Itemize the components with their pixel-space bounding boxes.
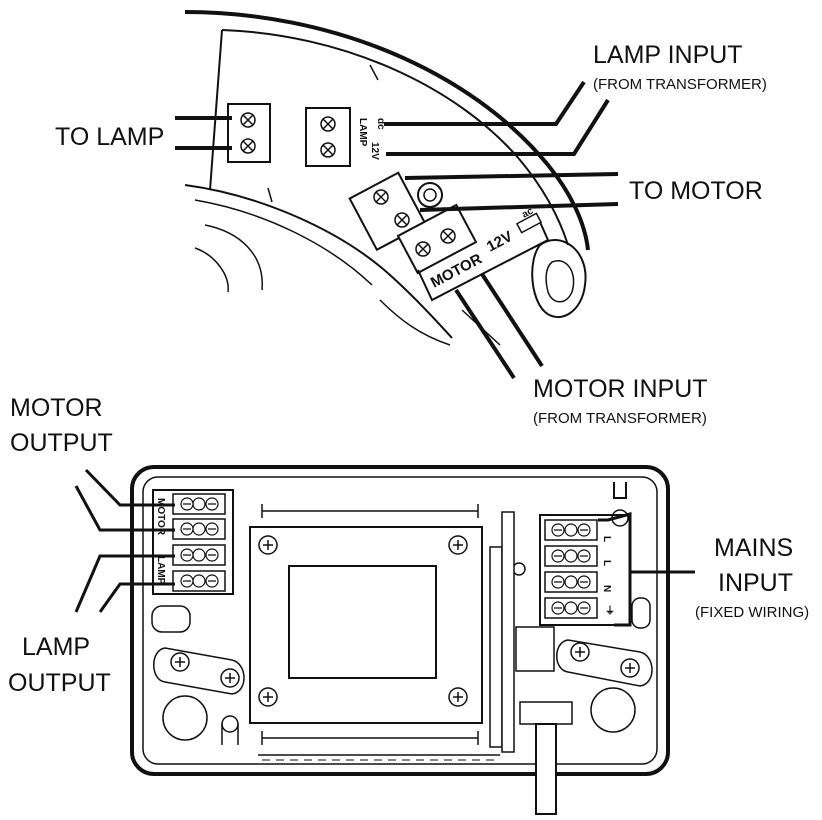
motor-output-wire-2 [74,485,175,532]
screw-icon [220,668,240,688]
motor-input-label: MOTOR INPUT [533,375,708,403]
lamp-terminal-block [227,103,271,163]
right-mounting [512,562,653,733]
neutral-mark: N [601,585,612,592]
motor-input-wire-2 [480,272,544,368]
lamp-voltage-mark: 12V [369,142,380,160]
earth-icon: ⏚ [605,605,615,617]
motor-output-wire-1 [84,468,175,507]
screw-icon [448,687,468,707]
mains-input-label-line1: MAINS [714,534,793,562]
mains-terminal-strip [539,482,631,626]
bottom-wires [74,468,695,627]
plate-screws [170,535,640,707]
top-wires [175,80,619,380]
motor-output-mark: MOTOR [155,498,166,536]
to-lamp-label: TO LAMP [55,123,164,151]
lamp-dc-mark: dc [375,118,386,130]
motor-output-label-line1: MOTOR [10,394,103,422]
to-motor-wire-1 [404,172,619,180]
lamp-input-sublabel: (FROM TRANSFORMER) [593,76,767,93]
mains-input-sublabel: (FIXED WIRING) [695,604,809,621]
screw-icon [170,652,190,672]
motor-input-sublabel: (FROM TRANSFORMER) [533,410,707,427]
lamp-output-mark: LAMP [155,556,166,585]
left-mounting [151,605,245,745]
mains-input-label-line2: INPUT [718,569,793,597]
screw-icon [448,535,468,555]
to-motor-wire-2 [419,202,619,212]
output-terminal-strip [152,489,234,595]
lamp-output-wire-2 [98,582,175,613]
lamp-terminal-mark: LAMP [357,118,368,147]
motor-input-wire-1 [454,288,516,380]
lamp-output-wire-1 [74,554,175,613]
motor-voltage-mark: 12V [484,228,516,256]
screw-icon [570,642,590,662]
screw-icon [258,535,278,555]
lamp-output-label-line1: LAMP [22,633,90,661]
transformer-plate [249,504,483,745]
screw-icon [258,687,278,707]
motor-output-label-line2: OUTPUT [10,429,113,457]
line-mark-2: L [601,560,612,566]
lamp-input-label: LAMP INPUT [593,41,743,69]
motor-input-terminal-block [396,203,478,275]
fan-housing [184,10,590,346]
line-mark-1: L [601,536,612,542]
lamp-input-wire-2 [386,98,610,156]
to-motor-label: TO MOTOR [629,177,763,205]
lamp-input-terminal-block [305,107,351,167]
screw-icon [620,658,640,678]
cable-exit [489,511,573,815]
lamp-output-label-line2: OUTPUT [8,669,111,697]
lamp-input-wire-1 [384,80,586,126]
motor-ac-mark: ac [520,206,535,221]
mains-input-wire-1 [598,512,632,627]
